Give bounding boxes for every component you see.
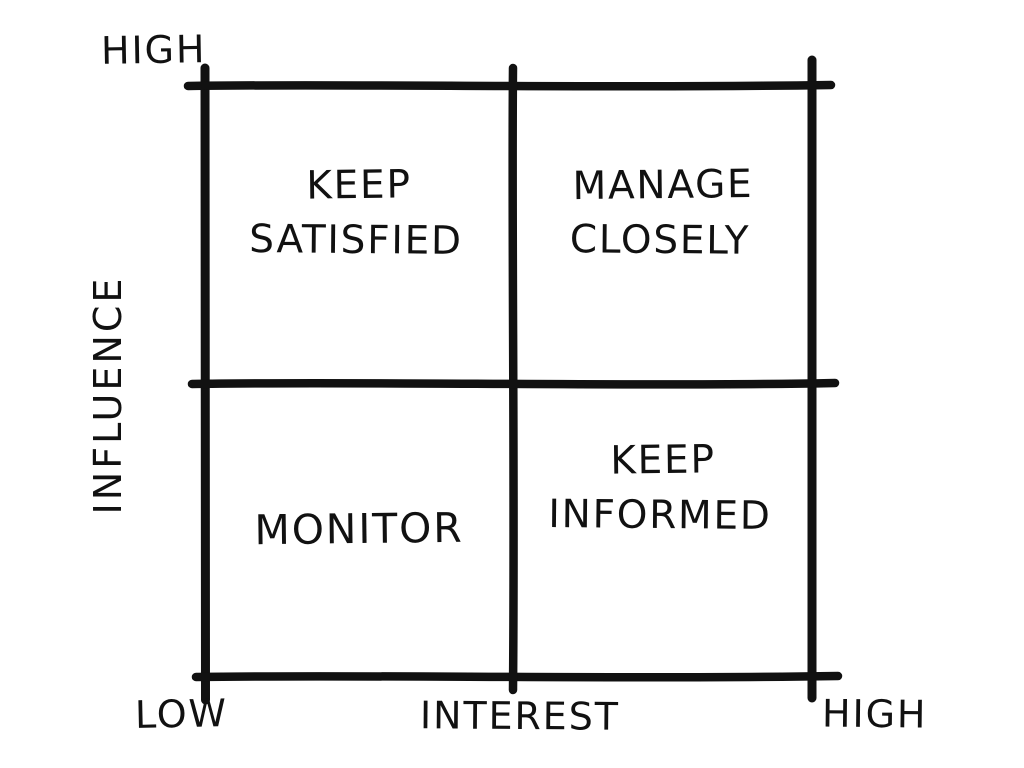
quadrant-label-manage-closely: MANAGE CLOSELY (514, 158, 812, 269)
x-axis-high-label: HIGH (821, 691, 928, 737)
quadrant-label-monitor: MONITOR (206, 500, 512, 558)
axis-line-left (200, 63, 211, 705)
quadrant-label-line: INFORMED (548, 492, 772, 540)
quadrant-label-line: KEEP (610, 437, 716, 484)
frame-line-top (183, 80, 836, 91)
y-axis-title: INFLUENCE (86, 275, 130, 515)
divider-line-vertical (508, 63, 518, 695)
quadrant-label-keep-informed: KEEP INFORMED (514, 433, 812, 544)
quadrant-label-line: SATISFIED (248, 217, 464, 265)
quadrant-label-line: MANAGE (572, 161, 754, 210)
y-axis-high-label: HIGH (100, 27, 207, 73)
axis-line-right (807, 55, 817, 703)
quadrant-label-line: KEEP (306, 162, 412, 209)
divider-line-horizontal (187, 378, 840, 389)
x-axis-title: INTEREST (419, 693, 620, 739)
quadrant-label-keep-satisfied: KEEP SATISFIED (206, 158, 512, 269)
quadrant-label-line: MONITOR (254, 503, 464, 555)
quadrant-label-line: CLOSELY (569, 217, 751, 265)
frame-line-bottom (191, 671, 843, 682)
x-axis-low-label: LOW (134, 691, 229, 737)
